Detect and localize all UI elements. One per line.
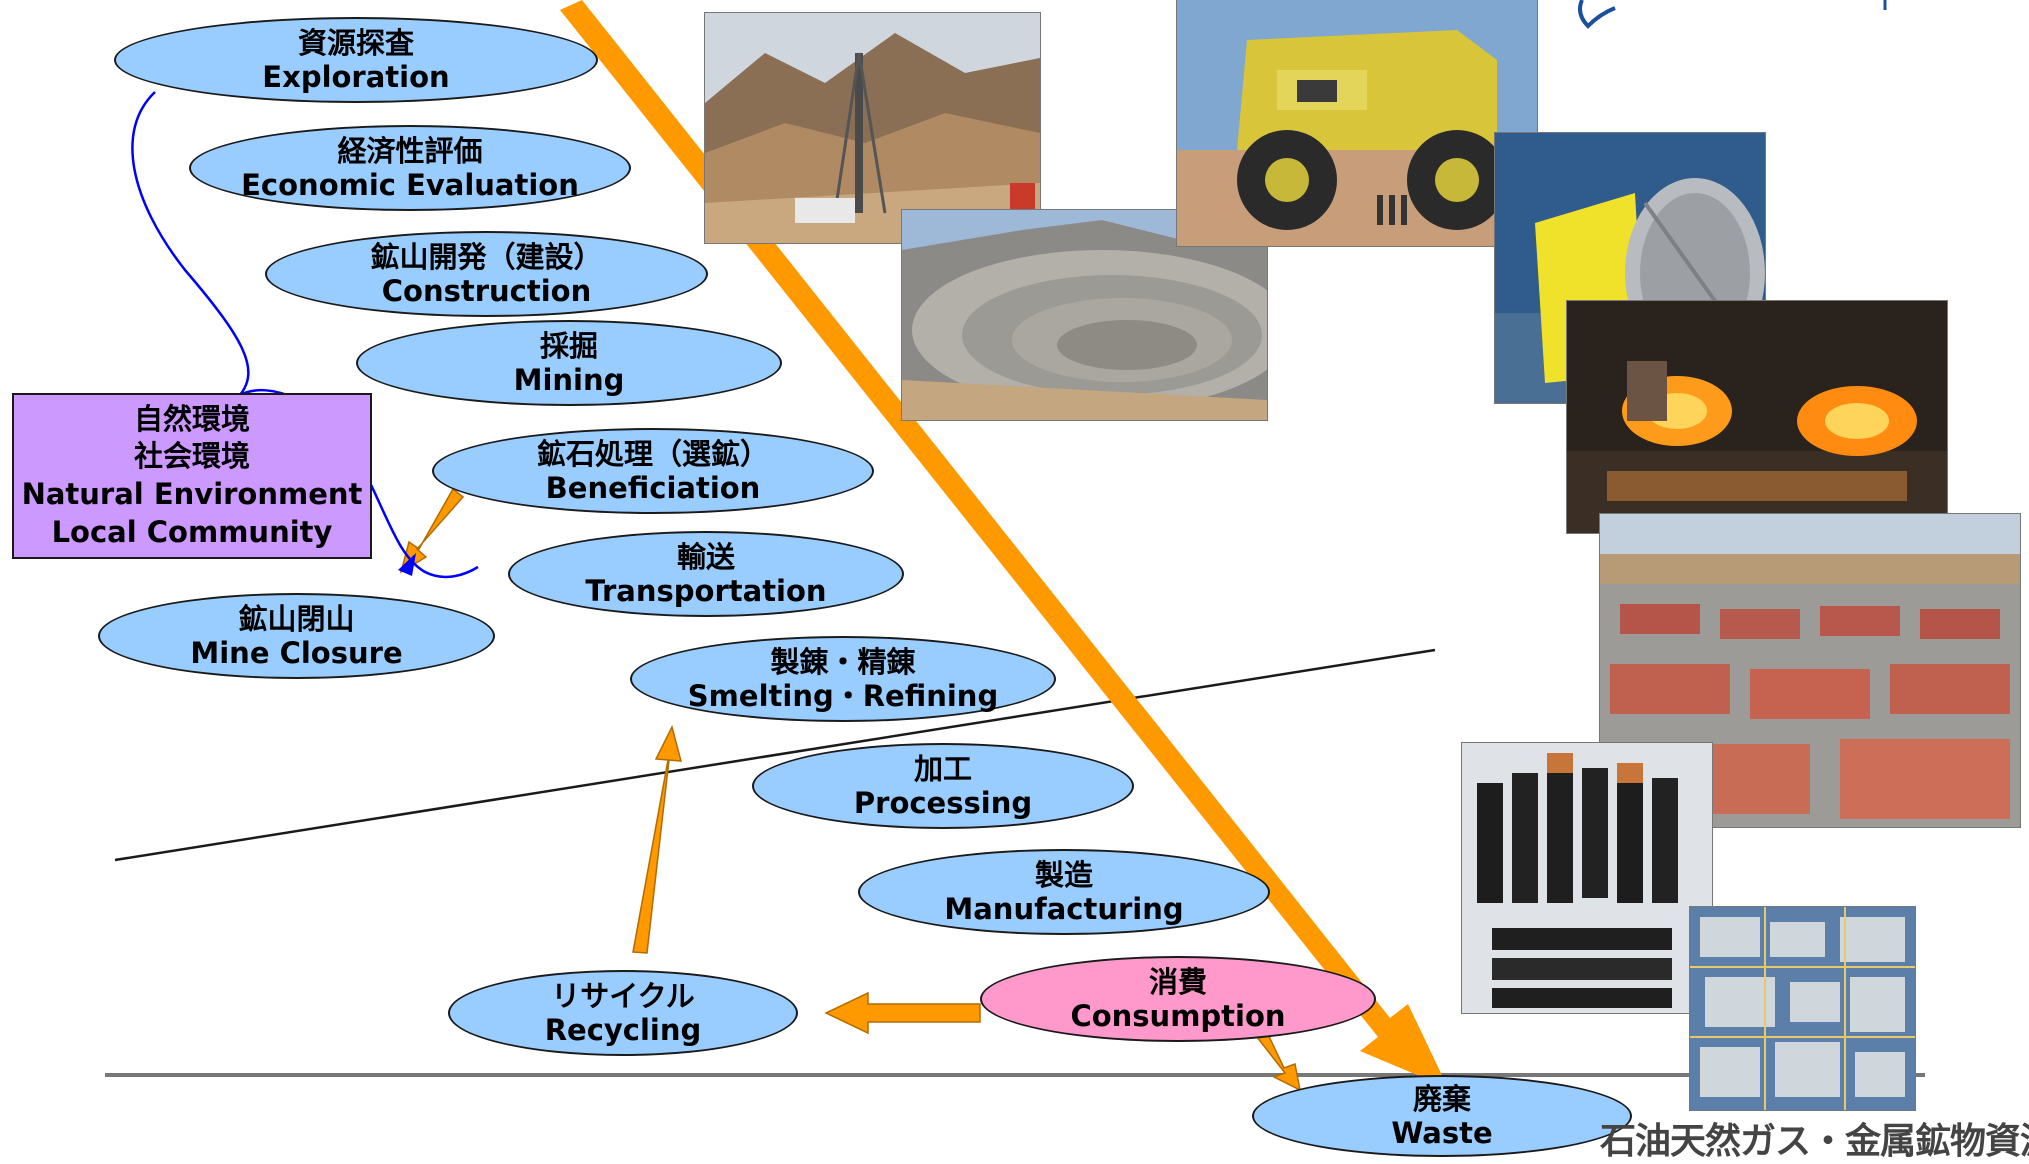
stage-consumption-ja: 消費 bbox=[1148, 964, 1207, 999]
stage-mining: 採掘 Mining bbox=[356, 320, 782, 406]
stage-consumption: 消費 Consumption bbox=[980, 956, 1376, 1042]
drilling-rig-photo bbox=[705, 13, 1040, 243]
environment-box: 自然環境 社会環境 Natural Environment Local Comm… bbox=[12, 393, 372, 559]
main-flow-arrow bbox=[560, 0, 1448, 1088]
stage-construction: 鉱山開発（建設） Construction bbox=[265, 231, 708, 317]
stage-smelting-refining: 製錬・精錬 Smelting・Refining bbox=[630, 636, 1056, 722]
stage-recycling-ja: リサイクル bbox=[551, 978, 695, 1013]
circuit-board-photo bbox=[1690, 907, 1915, 1110]
stage-mine-closure-ja: 鉱山閉山 bbox=[238, 601, 355, 636]
stage-construction-en: Construction bbox=[381, 274, 592, 308]
stage-transportation-ja: 輸送 bbox=[676, 539, 735, 574]
lifecycle-loop-curve bbox=[131, 91, 479, 579]
stage-transportation-en: Transportation bbox=[585, 574, 827, 608]
stage-exploration-en: Exploration bbox=[262, 60, 450, 94]
stage-mining-en: Mining bbox=[513, 363, 625, 397]
consumption-to-recycling-arrow bbox=[824, 991, 981, 1035]
stage-mine-closure-en: Mine Closure bbox=[190, 636, 403, 670]
environment-line-3: Natural Environment bbox=[21, 477, 363, 511]
stage-smelting-refining-ja: 製錬・精錬 bbox=[770, 644, 916, 679]
stage-consumption-en: Consumption bbox=[1070, 999, 1286, 1033]
stage-processing: 加工 Processing bbox=[752, 743, 1134, 829]
electric-cables-photo bbox=[1462, 743, 1712, 1013]
stage-manufacturing: 製造 Manufacturing bbox=[858, 849, 1270, 935]
environment-line-4: Local Community bbox=[51, 514, 333, 549]
stage-processing-ja: 加工 bbox=[913, 751, 972, 786]
stage-waste: 廃棄 Waste bbox=[1252, 1075, 1632, 1157]
upstream-downstream-divider bbox=[114, 648, 1436, 862]
stage-beneficiation: 鉱石処理（選鉱） Beneficiation bbox=[432, 428, 874, 514]
stage-recycling: リサイクル Recycling bbox=[448, 970, 798, 1056]
stage-smelting-refining-en: Smelting・Refining bbox=[687, 679, 999, 713]
environment-line-1: 自然環境 bbox=[133, 401, 250, 436]
stage-waste-en: Waste bbox=[1391, 1116, 1493, 1150]
haul-truck-photo bbox=[1177, 0, 1537, 246]
recycling-to-smelting-arrow bbox=[632, 724, 682, 954]
stage-waste-ja: 廃棄 bbox=[1412, 1081, 1471, 1116]
stage-beneficiation-en: Beneficiation bbox=[545, 471, 761, 505]
stage-mining-ja: 採掘 bbox=[539, 328, 598, 363]
stage-processing-en: Processing bbox=[853, 786, 1033, 820]
logo-swoosh bbox=[1578, 0, 1616, 29]
stage-manufacturing-en: Manufacturing bbox=[944, 892, 1184, 926]
stage-recycling-en: Recycling bbox=[544, 1013, 702, 1047]
stage-economic-evaluation-ja: 経済性評価 bbox=[337, 133, 483, 168]
stage-construction-ja: 鉱山開発（建設） bbox=[370, 239, 603, 274]
stage-beneficiation-ja: 鉱石処理（選鉱） bbox=[536, 436, 769, 471]
stage-manufacturing-ja: 製造 bbox=[1034, 857, 1093, 892]
environment-line-2: 社会環境 bbox=[133, 439, 250, 474]
stage-economic-evaluation: 経済性評価 Economic Evaluation bbox=[189, 125, 631, 211]
stage-transportation: 輸送 Transportation bbox=[508, 531, 904, 617]
stage-exploration-ja: 資源探査 bbox=[297, 25, 414, 60]
loop-arrowhead bbox=[398, 553, 416, 576]
stage-mine-closure: 鉱山閉山 Mine Closure bbox=[98, 593, 495, 679]
copper-cathode-stacks-photo bbox=[1600, 514, 2020, 827]
stage-exploration: 資源探査 Exploration bbox=[114, 17, 598, 103]
stage-economic-evaluation-en: Economic Evaluation bbox=[241, 168, 579, 202]
molten-copper-casting-photo bbox=[1567, 301, 1947, 533]
footer-organization-logo: 石油天然ガス・金属鉱物資源機構 bbox=[1600, 1120, 2029, 1162]
